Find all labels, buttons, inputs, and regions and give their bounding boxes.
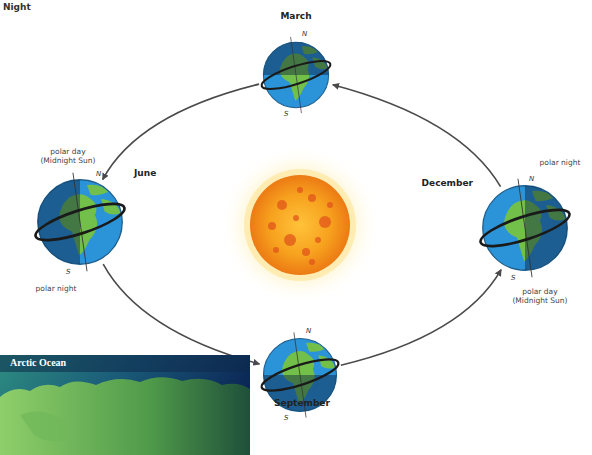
pole-letter: S [511,274,515,282]
pole-letter: N [529,175,534,183]
earth-globe [36,178,124,266]
inset-map [0,355,250,455]
pole-letter: S [284,110,288,118]
pole-letter: S [66,268,70,276]
season-label: December [422,178,473,188]
earth-globe [481,184,569,272]
earth-node: Decemberpolar nightpolar day (Midnight S… [481,184,569,272]
pole-letter: N [306,327,311,335]
season-label: March [280,11,311,21]
orbit-arrow [103,84,260,180]
season-label: September [274,398,330,408]
orbit-arrow [341,270,501,366]
earth-node: Junepolar day (Midnight Sun)polar night [36,178,124,266]
orbit-arrow [103,264,259,364]
polar-note: polar night [539,158,582,167]
earth-node: March [262,41,330,109]
map-title: Arctic Ocean [10,357,66,368]
pole-letter: N [96,170,101,178]
earth-globe [262,41,330,109]
polar-note: polar day (Midnight Sun) [36,148,100,165]
polar-note: polar night [35,284,78,293]
season-label: June [134,168,156,178]
polar-note: polar day (Midnight Sun) [508,288,572,305]
orbit-arrow [333,85,501,187]
pole-letter: S [284,414,288,422]
cropped-heading: Night [3,2,31,12]
pole-letter: N [302,30,307,38]
earth-node: September [262,337,338,413]
